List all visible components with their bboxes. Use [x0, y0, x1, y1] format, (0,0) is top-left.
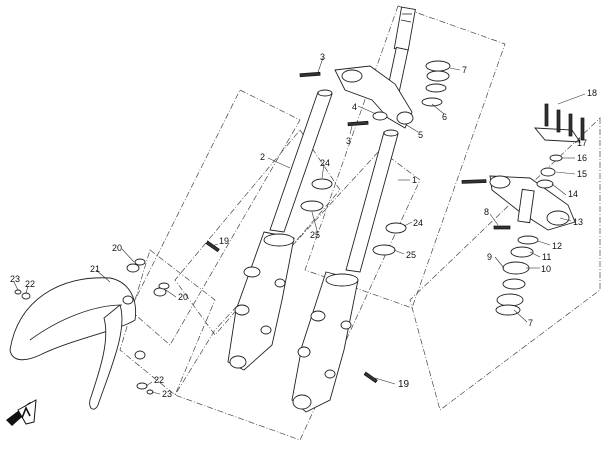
callout-20-right: 20: [178, 292, 188, 302]
callout-3-top: 3: [320, 52, 325, 62]
callout-24-left: 24: [320, 158, 330, 168]
callout-19-top: 19: [219, 236, 229, 246]
callout-7-bottom: 7: [528, 318, 533, 328]
upper-bearing-set: [421, 60, 451, 107]
leader-lines: [13, 57, 586, 395]
callout-22-bottom: 22: [154, 375, 164, 385]
callout-23-left: 23: [10, 274, 20, 284]
callout-6: 6: [442, 112, 447, 122]
callout-5: 5: [418, 130, 423, 140]
callout-8: 8: [484, 207, 489, 217]
callout-13: 13: [573, 217, 583, 227]
fork-leg-left: [227, 89, 333, 371]
upper-bracket: [299, 65, 414, 129]
fender-hardware: [14, 258, 170, 395]
fork-seals: [300, 178, 407, 256]
callout-7-top: 7: [462, 65, 467, 75]
callout-1: 1: [412, 175, 417, 185]
brand-logo-icon: [6, 399, 37, 426]
lower-bracket: [461, 127, 581, 231]
callout-20-top: 20: [112, 243, 122, 253]
callout-17: 17: [577, 138, 587, 148]
callout-19-bottom: 19: [398, 379, 410, 390]
callout-22-left: 22: [25, 279, 35, 289]
callout-labels: 1 2 3 3 4 5 6 7 7 8 9 10 11 12 13 14 15 …: [10, 52, 597, 399]
lower-bearing-set: [495, 154, 563, 316]
callout-10: 10: [541, 264, 551, 274]
callout-24-right: 24: [413, 218, 423, 228]
callout-9: 9: [487, 252, 492, 262]
front-fender: [9, 277, 146, 410]
callout-21: 21: [90, 264, 100, 274]
callout-14: 14: [568, 189, 578, 199]
callout-18: 18: [587, 88, 597, 98]
callout-3-mid: 3: [346, 136, 351, 146]
fork-leg-right: [291, 129, 399, 413]
bolts-19: [205, 240, 378, 384]
callout-23-bottom: 23: [162, 389, 172, 399]
callout-25-left: 25: [310, 230, 320, 240]
callout-4: 4: [352, 102, 357, 112]
callout-12: 12: [552, 241, 562, 251]
callout-25-right: 25: [406, 250, 416, 260]
callout-11: 11: [542, 252, 551, 262]
callout-16: 16: [577, 153, 587, 163]
callout-2: 2: [260, 152, 265, 162]
bolts-18: [544, 103, 585, 141]
callout-15: 15: [577, 169, 587, 179]
